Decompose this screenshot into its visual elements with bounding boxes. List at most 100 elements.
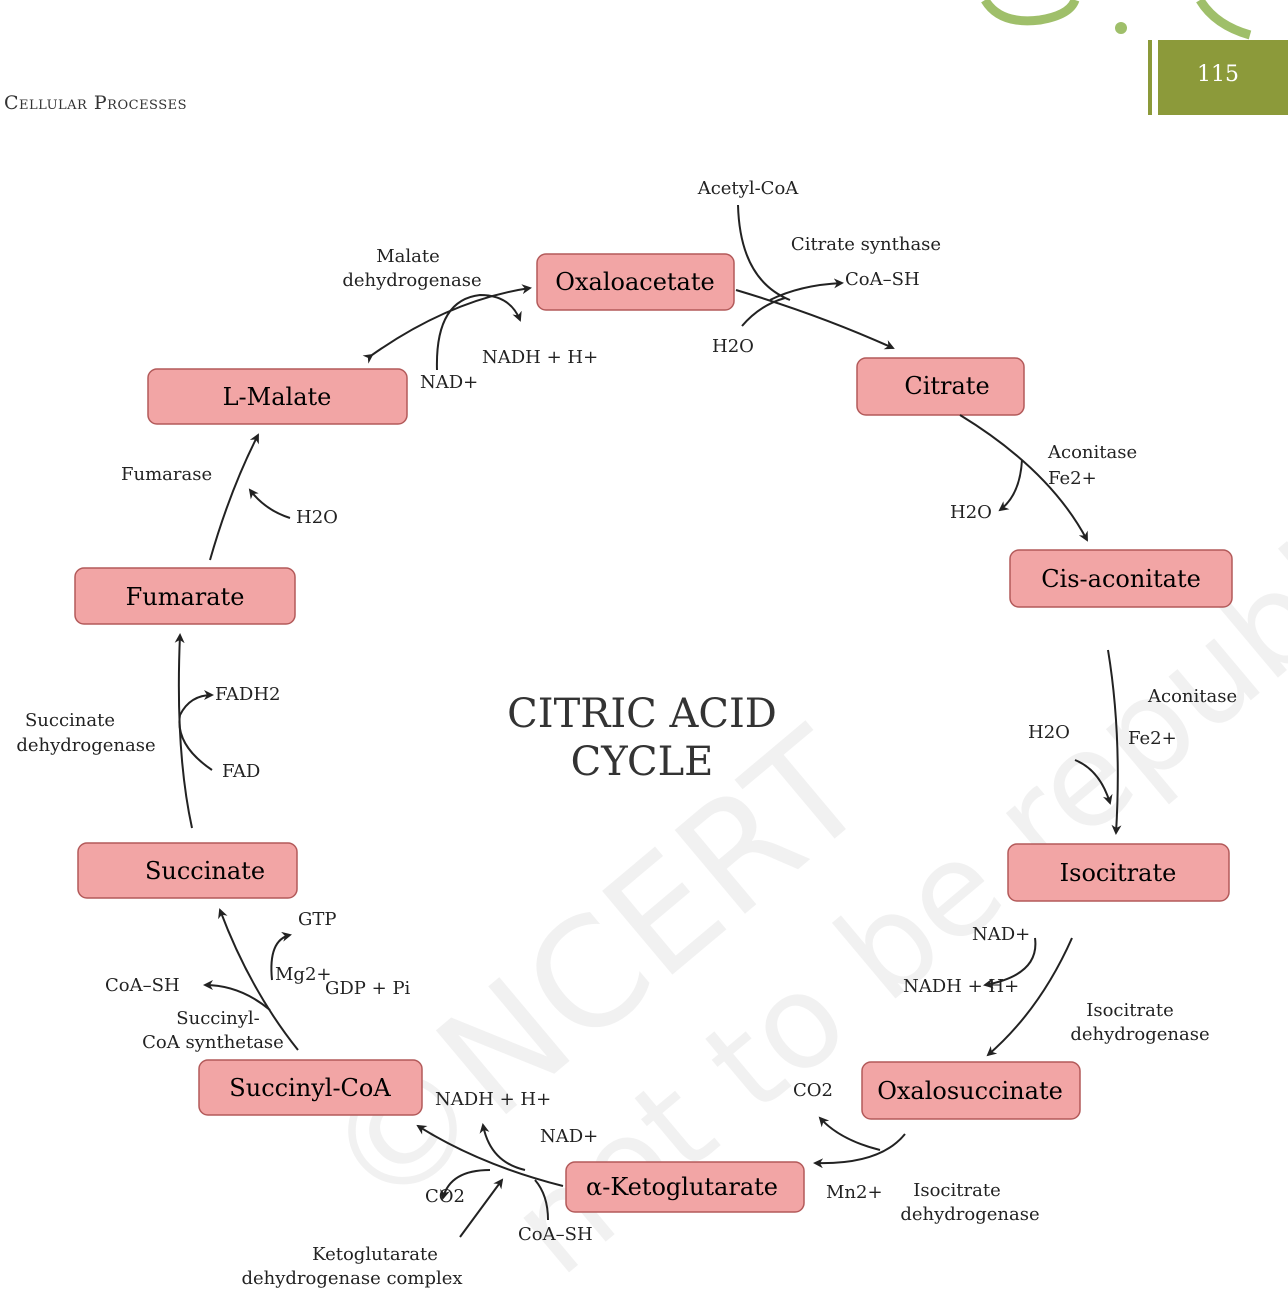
label-aconitase-2: Aconitase bbox=[1147, 686, 1237, 707]
label-acetyl-coa: Acetyl-CoA bbox=[697, 178, 800, 199]
arrow-ketoglutarate-to-succinyl-coa bbox=[416, 1124, 564, 1187]
label-h2o-fumarase: H2O bbox=[296, 507, 338, 528]
label-succinyl-coa-synthetase-b: CoA synthetase bbox=[142, 1032, 284, 1053]
label-co2-ketoglutarate: CO2 bbox=[425, 1186, 465, 1207]
label-co2-oxalosuccinate: CO2 bbox=[793, 1080, 833, 1101]
label-isocitrate-dehydrogenase-2a: Isocitrate bbox=[913, 1180, 1000, 1201]
label-mn: Mn2+ bbox=[826, 1182, 883, 1203]
label-succinate-dehydrogenase-a: Succinate bbox=[25, 710, 115, 731]
reaction-arrows bbox=[174, 204, 1122, 1238]
arrow-gtp-out bbox=[270, 931, 292, 981]
arrow-nadh-out-mal bbox=[435, 293, 522, 371]
arrow-cis-aconitate-to-isocitrate bbox=[1107, 649, 1122, 835]
arrow-fumarate-to-malate bbox=[209, 433, 259, 561]
metabolite-succinate: Succinate bbox=[77, 842, 298, 899]
label-oxaloacetate: Oxaloacetate bbox=[555, 268, 714, 296]
label-nad-malate: NAD+ bbox=[420, 372, 478, 393]
metabolite-isocitrate: Isocitrate bbox=[1007, 843, 1230, 902]
label-fe-1: Fe2+ bbox=[1048, 468, 1097, 489]
label-succinyl-coa: Succinyl-CoA bbox=[229, 1074, 391, 1102]
label-fumarase: Fumarase bbox=[121, 464, 212, 485]
label-gdp-pi: GDP + Pi bbox=[325, 978, 411, 999]
label-isocitrate-dehydrogenase-1b: dehydrogenase bbox=[1070, 1024, 1209, 1045]
label-aconitase-1: Aconitase bbox=[1047, 442, 1137, 463]
metabolite-alpha-ketoglutarate: α-Ketoglutarate bbox=[565, 1161, 805, 1213]
arrow-malate-to-oxaloacetate bbox=[362, 284, 532, 364]
arrow-oxaloacetate-to-citrate bbox=[735, 289, 895, 350]
arrow-h2o-in-fum bbox=[248, 488, 291, 519]
metabolite-oxaloacetate: Oxaloacetate bbox=[536, 253, 735, 311]
label-malate-dehydrogenase-b: dehydrogenase bbox=[342, 270, 481, 291]
label-h2o-top: H2O bbox=[712, 336, 754, 357]
label-fad: FAD bbox=[222, 761, 260, 782]
label-succinate: Succinate bbox=[145, 857, 265, 885]
label-fe-2: Fe2+ bbox=[1128, 728, 1177, 749]
metabolite-fumarate: Fumarate bbox=[74, 567, 296, 625]
label-h2o-aconitase-2: H2O bbox=[1028, 722, 1070, 743]
title-line-1: CITRIC ACID bbox=[507, 691, 777, 737]
running-header: Cellular Processes bbox=[4, 92, 188, 114]
reaction-labels: Acetyl-CoA Citrate synthase CoA–SH H2O A… bbox=[16, 178, 1237, 1289]
arrow-coa-sh-out-scs bbox=[203, 980, 271, 1011]
arrow-succinate-to-fumarate bbox=[174, 633, 193, 829]
diagram-title: CITRIC ACID CYCLE bbox=[507, 691, 777, 785]
metabolite-oxalosuccinate: Oxalosuccinate bbox=[861, 1061, 1081, 1120]
metabolite-cis-aconitate: Cis-aconitate bbox=[1009, 549, 1233, 608]
metabolite-citrate: Citrate bbox=[856, 357, 1025, 416]
label-mg: Mg2+ bbox=[275, 964, 332, 985]
arrow-citrate-to-cis-aconitate bbox=[959, 414, 1088, 542]
arrow-isocitrate-to-oxalosuccinate bbox=[986, 937, 1073, 1057]
arrow-co2-out-kg bbox=[440, 1169, 491, 1200]
label-isocitrate-dehydrogenase-2b: dehydrogenase bbox=[900, 1204, 1039, 1225]
label-isocitrate: Isocitrate bbox=[1060, 859, 1177, 887]
arrow-oxalosuccinate-to-ketoglutarate bbox=[813, 1133, 906, 1169]
page-number: 115 bbox=[1197, 62, 1239, 87]
arrow-coa-sh-in-kg bbox=[534, 1179, 549, 1221]
arrow-fadh2-out bbox=[178, 690, 214, 771]
watermark: ©NCERT not to be republished bbox=[291, 292, 1288, 1299]
label-citrate: Citrate bbox=[904, 372, 989, 400]
arrow-enzyme-pointer-kg bbox=[459, 1178, 504, 1238]
label-succinyl-coa-synthetase-a: Succinyl- bbox=[176, 1008, 259, 1029]
label-nadh-ketoglutarate: NADH + H+ bbox=[435, 1089, 551, 1110]
label-oxalosuccinate: Oxalosuccinate bbox=[877, 1077, 1063, 1105]
label-nad-ketoglutarate: NAD+ bbox=[540, 1126, 598, 1147]
decorative-vine-graphic bbox=[981, 0, 1252, 40]
metabolite-l-malate: L-Malate bbox=[147, 368, 408, 425]
label-succinate-dehydrogenase-b: dehydrogenase bbox=[16, 735, 155, 756]
arrow-nadh-out-kg bbox=[479, 1123, 526, 1171]
arrow-nadh-out-iso bbox=[983, 937, 1037, 989]
arrow-succinyl-coa-to-succinate bbox=[218, 908, 299, 1051]
arrow-h2o-out-1 bbox=[998, 459, 1023, 512]
title-line-2: CYCLE bbox=[571, 739, 714, 785]
label-ketoglutarate-dehydrogenase-a: Ketoglutarate bbox=[312, 1244, 438, 1265]
label-ketoglutarate-dehydrogenase-b: dehydrogenase complex bbox=[241, 1268, 462, 1289]
page-number-tab bbox=[1158, 40, 1288, 115]
label-coa-sh-succinyl-synthetase: CoA–SH bbox=[105, 975, 180, 996]
arrow-co2-out-oxs bbox=[818, 1116, 881, 1151]
label-malate-dehydrogenase-a: Malate bbox=[376, 246, 440, 267]
page-number-rule bbox=[1148, 40, 1152, 115]
label-fumarate: Fumarate bbox=[126, 583, 245, 611]
arrow-coa-sh-release bbox=[769, 278, 844, 301]
label-nad-isocitrate: NAD+ bbox=[972, 924, 1030, 945]
arrow-h2o-in bbox=[741, 297, 786, 327]
label-alpha-ketoglutarate: α-Ketoglutarate bbox=[586, 1173, 778, 1201]
label-citrate-synthase: Citrate synthase bbox=[791, 234, 941, 255]
label-cis-aconitate: Cis-aconitate bbox=[1041, 565, 1201, 593]
label-nadh-isocitrate: NADH + H+ bbox=[903, 976, 1019, 997]
arrow-acetyl-coa-entry bbox=[737, 204, 791, 301]
metabolite-succinyl-coa: Succinyl-CoA bbox=[198, 1059, 423, 1116]
label-gtp: GTP bbox=[298, 909, 337, 930]
label-isocitrate-dehydrogenase-1a: Isocitrate bbox=[1086, 1000, 1173, 1021]
label-l-malate: L-Malate bbox=[223, 383, 332, 411]
label-nadh-malate: NADH + H+ bbox=[482, 347, 598, 368]
label-coa-sh-top: CoA–SH bbox=[845, 269, 920, 290]
label-coa-sh-ketoglutarate: CoA–SH bbox=[518, 1224, 593, 1245]
label-fadh2: FADH2 bbox=[215, 684, 281, 705]
arrow-h2o-in-2 bbox=[1074, 759, 1113, 805]
label-h2o-aconitase-1: H2O bbox=[950, 502, 992, 523]
watermark-line-2: not to be republished bbox=[482, 292, 1288, 1299]
